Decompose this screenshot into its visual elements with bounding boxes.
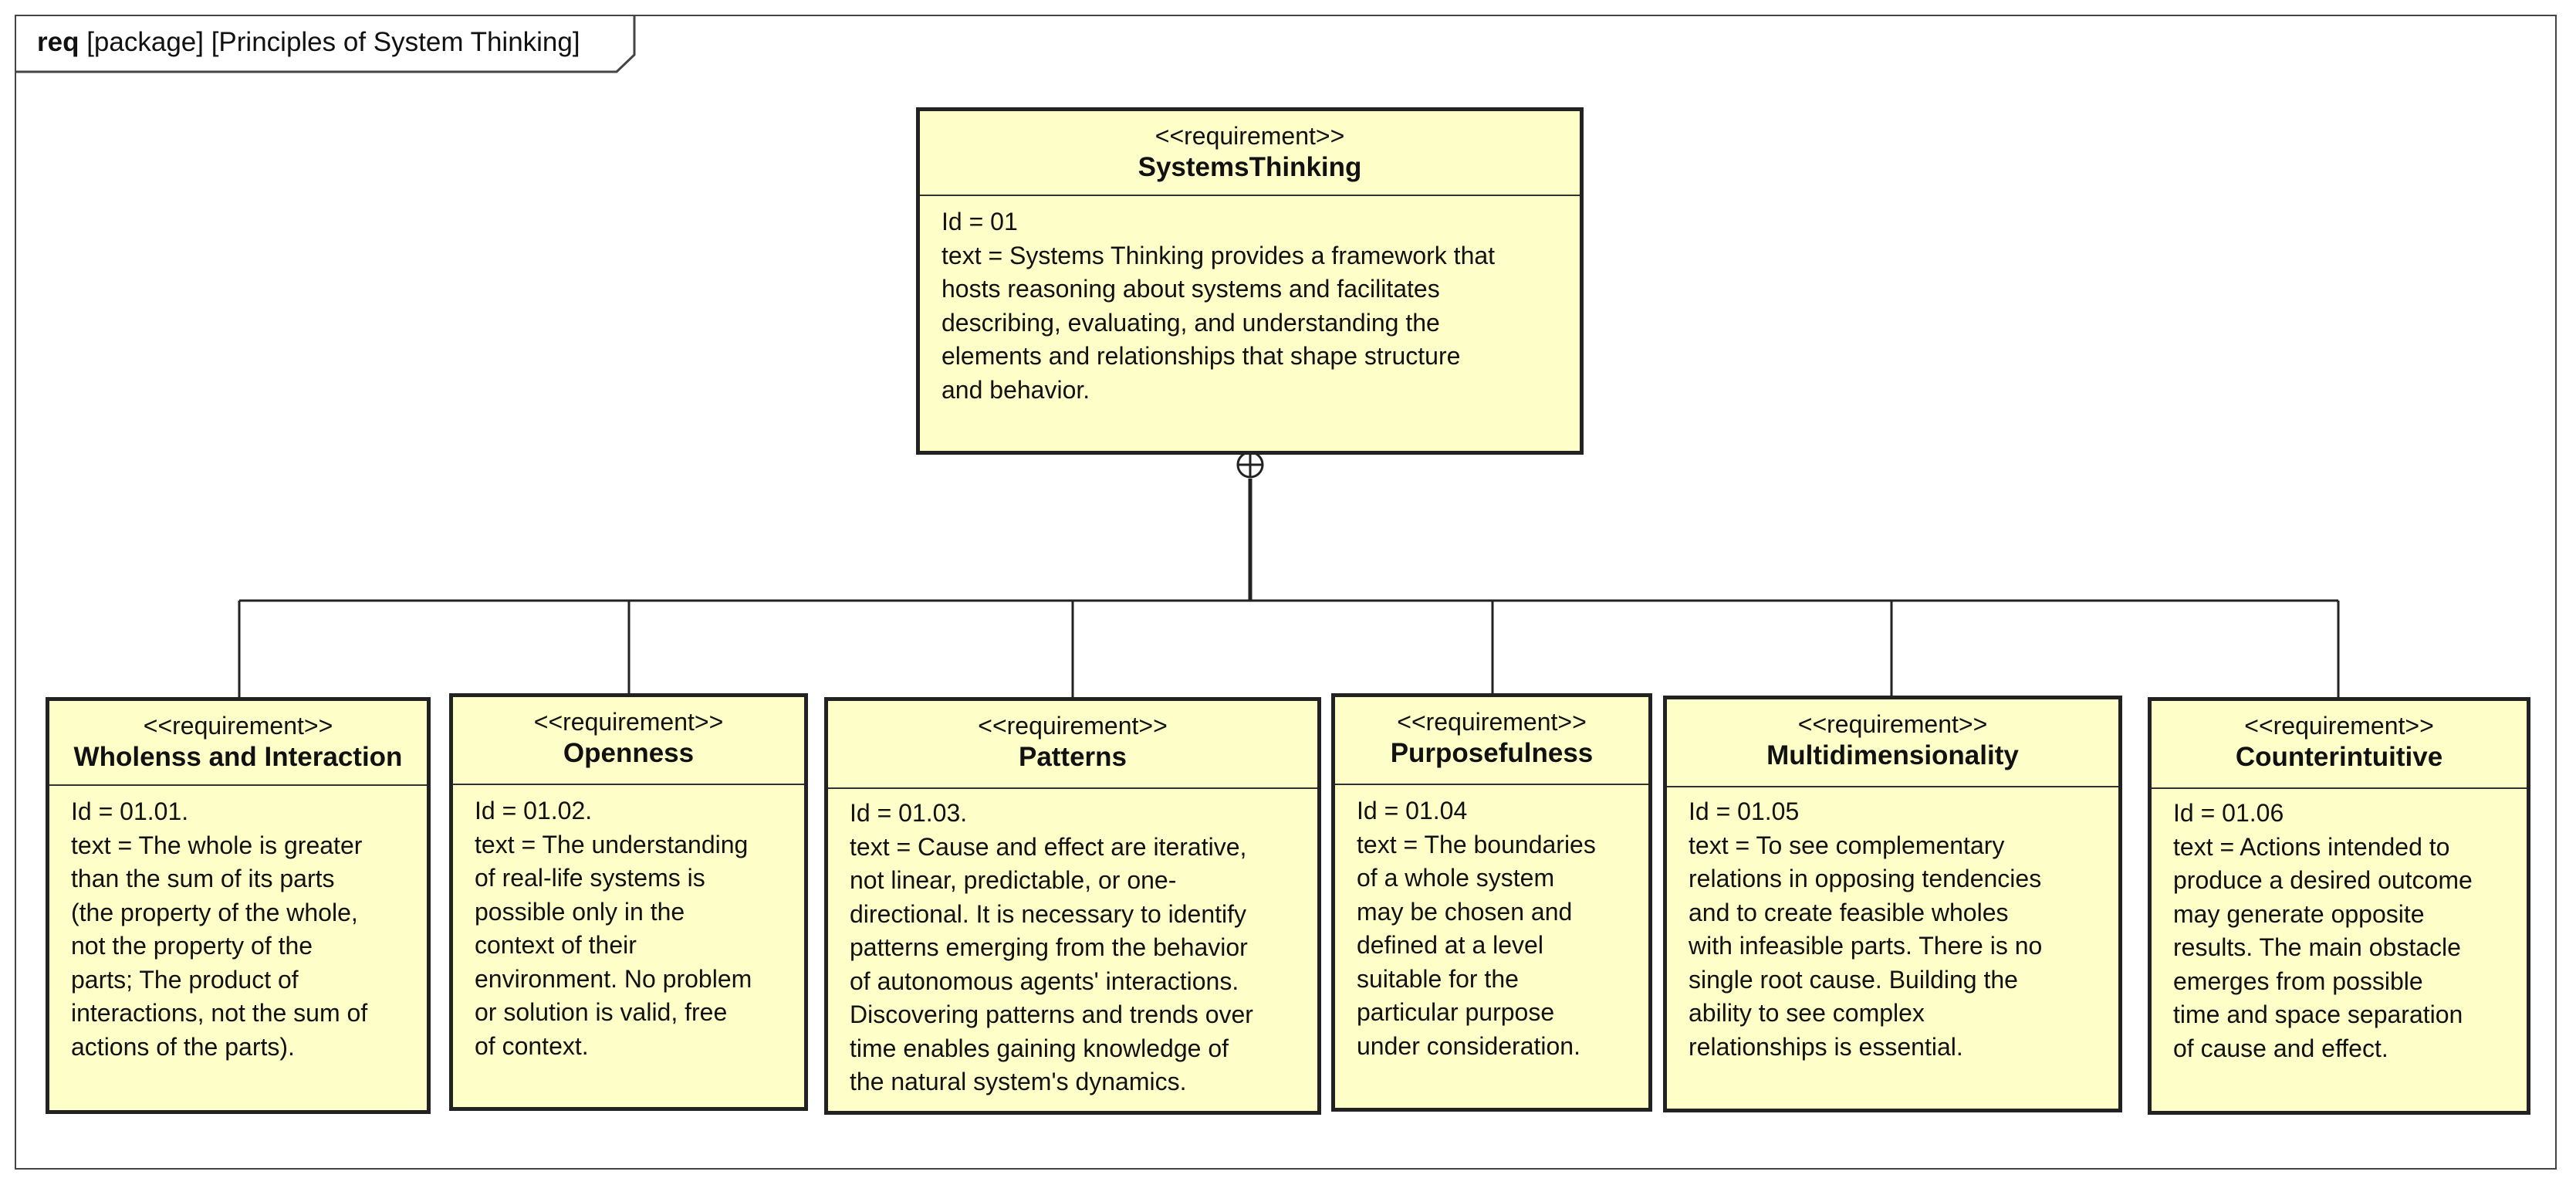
text-line: of context. bbox=[475, 1031, 589, 1060]
text-line: text = The boundaries bbox=[1357, 830, 1596, 858]
text-line: ability to see complex bbox=[1689, 999, 1925, 1027]
text-line: elements and relationships that shape st… bbox=[941, 342, 1461, 370]
text-line: environment. No problem bbox=[475, 964, 752, 993]
text-line: describing, evaluating, and understandin… bbox=[941, 308, 1440, 337]
stereotype-label: <<requirement>> bbox=[1797, 710, 1988, 738]
text-line: may be chosen and bbox=[1357, 897, 1573, 926]
requirement-multidimensionality[interactable]: <<requirement>> Multidimensionality Id =… bbox=[1663, 696, 2122, 1112]
requirement-body: Id = 01 text = Systems Thinking provides… bbox=[941, 205, 1572, 407]
text-line: text = To see complementary bbox=[1689, 831, 2005, 859]
text-line: produce a desired outcome bbox=[2173, 866, 2473, 894]
requirement-body: Id = 01.05 text = To see complementary r… bbox=[1689, 795, 2111, 1064]
text-line: not linear, predictable, or one- bbox=[850, 866, 1177, 894]
frame-kind: req bbox=[37, 27, 79, 57]
text-line: actions of the parts). bbox=[71, 1032, 295, 1061]
requirement-id: Id = 01.01. bbox=[71, 797, 189, 825]
requirement-patterns[interactable]: <<requirement>> Patterns Id = 01.03. tex… bbox=[824, 697, 1321, 1115]
stereotype-label: <<requirement>> bbox=[2244, 712, 2434, 740]
requirement-openness[interactable]: <<requirement>> Openness Id = 01.02. tex… bbox=[449, 693, 808, 1111]
requirement-name: Openness bbox=[563, 738, 695, 768]
requirement-name: Multidimensionality bbox=[1766, 740, 2019, 770]
requirement-id: Id = 01.04 bbox=[1357, 797, 1468, 824]
text-line: than the sum of its parts bbox=[71, 865, 335, 892]
text-line: hosts reasoning about systems and facili… bbox=[941, 275, 1440, 303]
text-line: and behavior. bbox=[941, 375, 1090, 404]
text-line: text = Actions intended to bbox=[2173, 832, 2450, 861]
requirement-body: Id = 01.02. text = The understanding of … bbox=[475, 794, 796, 1063]
requirement-body: Id = 01.03. text = Cause and effect are … bbox=[850, 797, 1310, 1099]
text-line: of real-life systems is bbox=[475, 864, 705, 892]
requirement-purposefulness[interactable]: <<requirement>> Purposefulness Id = 01.0… bbox=[1331, 693, 1652, 1112]
text-line: context of their bbox=[475, 931, 637, 959]
requirement-name: Counterintuitive bbox=[2235, 742, 2443, 772]
text-line: results. The main obstacle bbox=[2173, 933, 2461, 961]
requirement-id: Id = 01.03. bbox=[850, 799, 968, 827]
text-line: directional. It is necessary to identify bbox=[850, 899, 1247, 928]
requirement-wholeness-interaction[interactable]: <<requirement>> Wholenss and Interaction… bbox=[46, 697, 431, 1114]
requirement-body: Id = 01.01. text = The whole is greater … bbox=[71, 795, 419, 1064]
requirement-name: Patterns bbox=[1018, 742, 1127, 772]
text-line: time and space separation bbox=[2173, 1000, 2463, 1028]
text-line: interactions, not the sum of bbox=[71, 999, 368, 1027]
text-line: relations in opposing tendencies bbox=[1689, 865, 2042, 892]
text-line: with infeasible parts. There is no bbox=[1689, 932, 2043, 960]
text-line: of autonomous agents' interactions. bbox=[850, 967, 1239, 995]
text-line: text = The understanding bbox=[475, 830, 749, 858]
text-line: text = The whole is greater bbox=[71, 831, 363, 859]
text-line: of a whole system bbox=[1357, 864, 1555, 892]
text-line: relationships is essential. bbox=[1689, 1032, 1963, 1061]
text-line: defined at a level bbox=[1357, 931, 1543, 959]
requirement-id: Id = 01.06 bbox=[2173, 799, 2284, 827]
requirement-name: Purposefulness bbox=[1390, 738, 1594, 768]
text-line: (the property of the whole, bbox=[71, 898, 358, 926]
text-line: text = Systems Thinking provides a frame… bbox=[941, 241, 1496, 269]
text-line: time enables gaining knowledge of bbox=[850, 1034, 1229, 1062]
stereotype-label: <<requirement>> bbox=[1154, 122, 1345, 150]
text-line: under consideration. bbox=[1357, 1031, 1580, 1060]
text-line: emerges from possible bbox=[2173, 967, 2423, 995]
text-line: and to create feasible wholes bbox=[1689, 898, 2009, 926]
requirement-id: Id = 01.02. bbox=[475, 797, 593, 824]
text-line: patterns emerging from the behavior bbox=[850, 933, 1248, 961]
stereotype-label: <<requirement>> bbox=[143, 712, 333, 740]
requirement-counterintuitive[interactable]: <<requirement>> Counterintuitive Id = 01… bbox=[2148, 697, 2530, 1115]
stereotype-label: <<requirement>> bbox=[533, 708, 724, 736]
stereotype-label: <<requirement>> bbox=[1397, 708, 1587, 736]
requirement-name: SystemsThinking bbox=[1138, 152, 1362, 182]
frame-title: [package] [Principles of System Thinking… bbox=[86, 27, 580, 57]
text-line: text = Cause and effect are iterative, bbox=[850, 832, 1247, 861]
text-line: the natural system's dynamics. bbox=[850, 1068, 1187, 1095]
requirement-id: Id = 01 bbox=[941, 208, 1018, 235]
text-line: of cause and effect. bbox=[2173, 1034, 2388, 1062]
text-line: possible only in the bbox=[475, 897, 685, 926]
frame-label: req [package] [Principles of System Thin… bbox=[37, 27, 580, 58]
stereotype-label: <<requirement>> bbox=[978, 712, 1168, 740]
frame-tab: req [package] [Principles of System Thin… bbox=[15, 15, 636, 73]
requirement-id: Id = 01.05 bbox=[1689, 797, 1800, 825]
requirement-body: Id = 01.06 text = Actions intended to pr… bbox=[2173, 797, 2519, 1065]
requirement-name: Wholenss and Interaction bbox=[73, 742, 403, 772]
text-line: may generate opposite bbox=[2173, 899, 2425, 928]
text-line: not the property of the bbox=[71, 932, 313, 960]
text-line: or solution is valid, free bbox=[475, 998, 728, 1026]
text-line: Discovering patterns and trends over bbox=[850, 1000, 1253, 1028]
text-line: suitable for the bbox=[1357, 964, 1519, 993]
package-frame bbox=[15, 15, 2557, 1170]
text-line: particular purpose bbox=[1357, 998, 1555, 1026]
text-line: single root cause. Building the bbox=[1689, 965, 2018, 994]
text-line: parts; The product of bbox=[71, 965, 299, 994]
requirement-systems-thinking[interactable]: <<requirement>> SystemsThinking Id = 01 … bbox=[916, 107, 1584, 455]
requirement-body: Id = 01.04 text = The boundaries of a wh… bbox=[1357, 794, 1641, 1063]
